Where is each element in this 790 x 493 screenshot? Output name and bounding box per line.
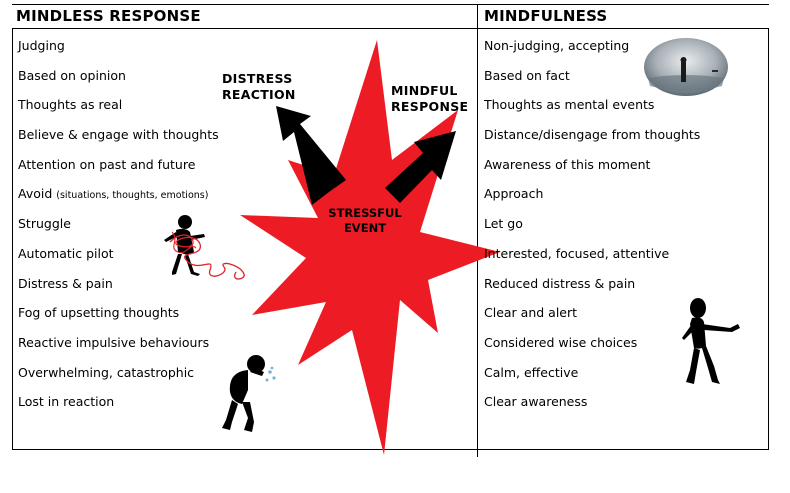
- list-item: Automatic pilot: [18, 246, 219, 276]
- walking-figure-illustration: [682, 298, 740, 384]
- stressful-event-label: STRESSFUL EVENT: [318, 206, 412, 236]
- list-item: Distance/disengage from thoughts: [484, 127, 700, 157]
- item-text: Overwhelming, catastrophic: [18, 364, 195, 380]
- list-item: Reduced distress & pain: [484, 276, 700, 306]
- item-text: Attention on past and future: [18, 156, 196, 172]
- mindful-label-line1: MINDFUL: [391, 83, 458, 98]
- item-text: Reduced distress & pain: [484, 275, 636, 291]
- distress-arrow: [276, 106, 346, 205]
- list-item: Avoid(situations, thoughts, emotions): [18, 186, 219, 216]
- list-item: Clear and alert: [484, 305, 700, 335]
- event-label-line1: STRESSFUL: [328, 206, 402, 220]
- list-item: Clear awareness: [484, 394, 700, 424]
- list-item: Non-judging, accepting: [484, 38, 700, 68]
- list-item: Interested, focused, attentive: [484, 246, 700, 276]
- item-text: Automatic pilot: [18, 245, 114, 261]
- list-item: Believe & engage with thoughts: [18, 127, 219, 157]
- item-text: Awareness of this moment: [484, 156, 651, 172]
- item-text: Considered wise choices: [484, 334, 638, 350]
- item-text: Believe & engage with thoughts: [18, 127, 219, 143]
- item-text: Clear awareness: [484, 394, 588, 410]
- list-item: Thoughts as mental events: [484, 97, 700, 127]
- list-item: Attention on past and future: [18, 157, 219, 187]
- list-item: Calm, effective: [484, 365, 700, 395]
- list-item: Based on fact: [484, 68, 700, 98]
- item-text: Clear and alert: [484, 305, 578, 321]
- distress-reaction-label: DISTRESS REACTION: [222, 71, 296, 103]
- item-text: Distress & pain: [18, 275, 113, 291]
- list-item: Reactive impulsive behaviours: [18, 335, 219, 365]
- list-item: Let go: [484, 216, 700, 246]
- item-text: Struggle: [18, 216, 71, 232]
- item-text: Lost in reaction: [18, 394, 115, 410]
- list-item: Considered wise choices: [484, 335, 700, 365]
- item-text: Based on fact: [484, 67, 570, 83]
- item-text: Approach: [484, 186, 544, 202]
- list-item: Struggle: [18, 216, 219, 246]
- item-text: Let go: [484, 216, 523, 232]
- item-text: Thoughts as real: [18, 97, 123, 113]
- list-item: Based on opinion: [18, 68, 219, 98]
- mindless-heading: MINDLESS RESPONSE: [16, 7, 201, 25]
- tangled-figure-illustration: [164, 215, 245, 280]
- item-text: Interested, focused, attentive: [484, 245, 670, 261]
- list-item: Thoughts as real: [18, 97, 219, 127]
- item-text: Calm, effective: [484, 364, 579, 380]
- item-text: Avoid: [18, 186, 53, 202]
- weeping-figure-illustration: [222, 355, 276, 432]
- item-text: Based on opinion: [18, 67, 126, 83]
- item-text: Distance/disengage from thoughts: [484, 127, 701, 143]
- list-item: Distress & pain: [18, 276, 219, 306]
- item-note: (situations, thoughts, emotions): [56, 190, 209, 202]
- misty-lake-photo: [644, 38, 728, 96]
- list-item: Approach: [484, 186, 700, 216]
- column-divider: [477, 5, 478, 457]
- mindful-label-line2: RESPONSE: [391, 99, 469, 114]
- item-text: Non-judging, accepting: [484, 38, 630, 53]
- item-text: Reactive impulsive behaviours: [18, 334, 210, 350]
- list-item: Overwhelming, catastrophic: [18, 365, 219, 395]
- distress-label-line1: DISTRESS: [222, 71, 293, 86]
- table-frame: [12, 28, 769, 450]
- top-rule: [12, 4, 769, 5]
- list-item: Judging: [18, 38, 219, 68]
- item-text: Fog of upsetting thoughts: [18, 305, 180, 321]
- item-text: Thoughts as mental events: [484, 97, 655, 113]
- distress-label-line2: REACTION: [222, 87, 296, 102]
- event-label-line2: EVENT: [343, 221, 387, 235]
- list-item: Lost in reaction: [18, 394, 219, 424]
- list-item: Fog of upsetting thoughts: [18, 305, 219, 335]
- mindless-list: Judging Based on opinion Thoughts as rea…: [18, 38, 219, 424]
- item-text: Judging: [18, 38, 65, 53]
- list-item: Awareness of this moment: [484, 157, 700, 187]
- mindfulness-heading: MINDFULNESS: [484, 7, 608, 25]
- mindful-response-label: MINDFUL RESPONSE: [391, 83, 468, 115]
- mindfulness-list: Non-judging, accepting Based on fact Tho…: [484, 38, 700, 424]
- mindful-arrow: [385, 131, 456, 203]
